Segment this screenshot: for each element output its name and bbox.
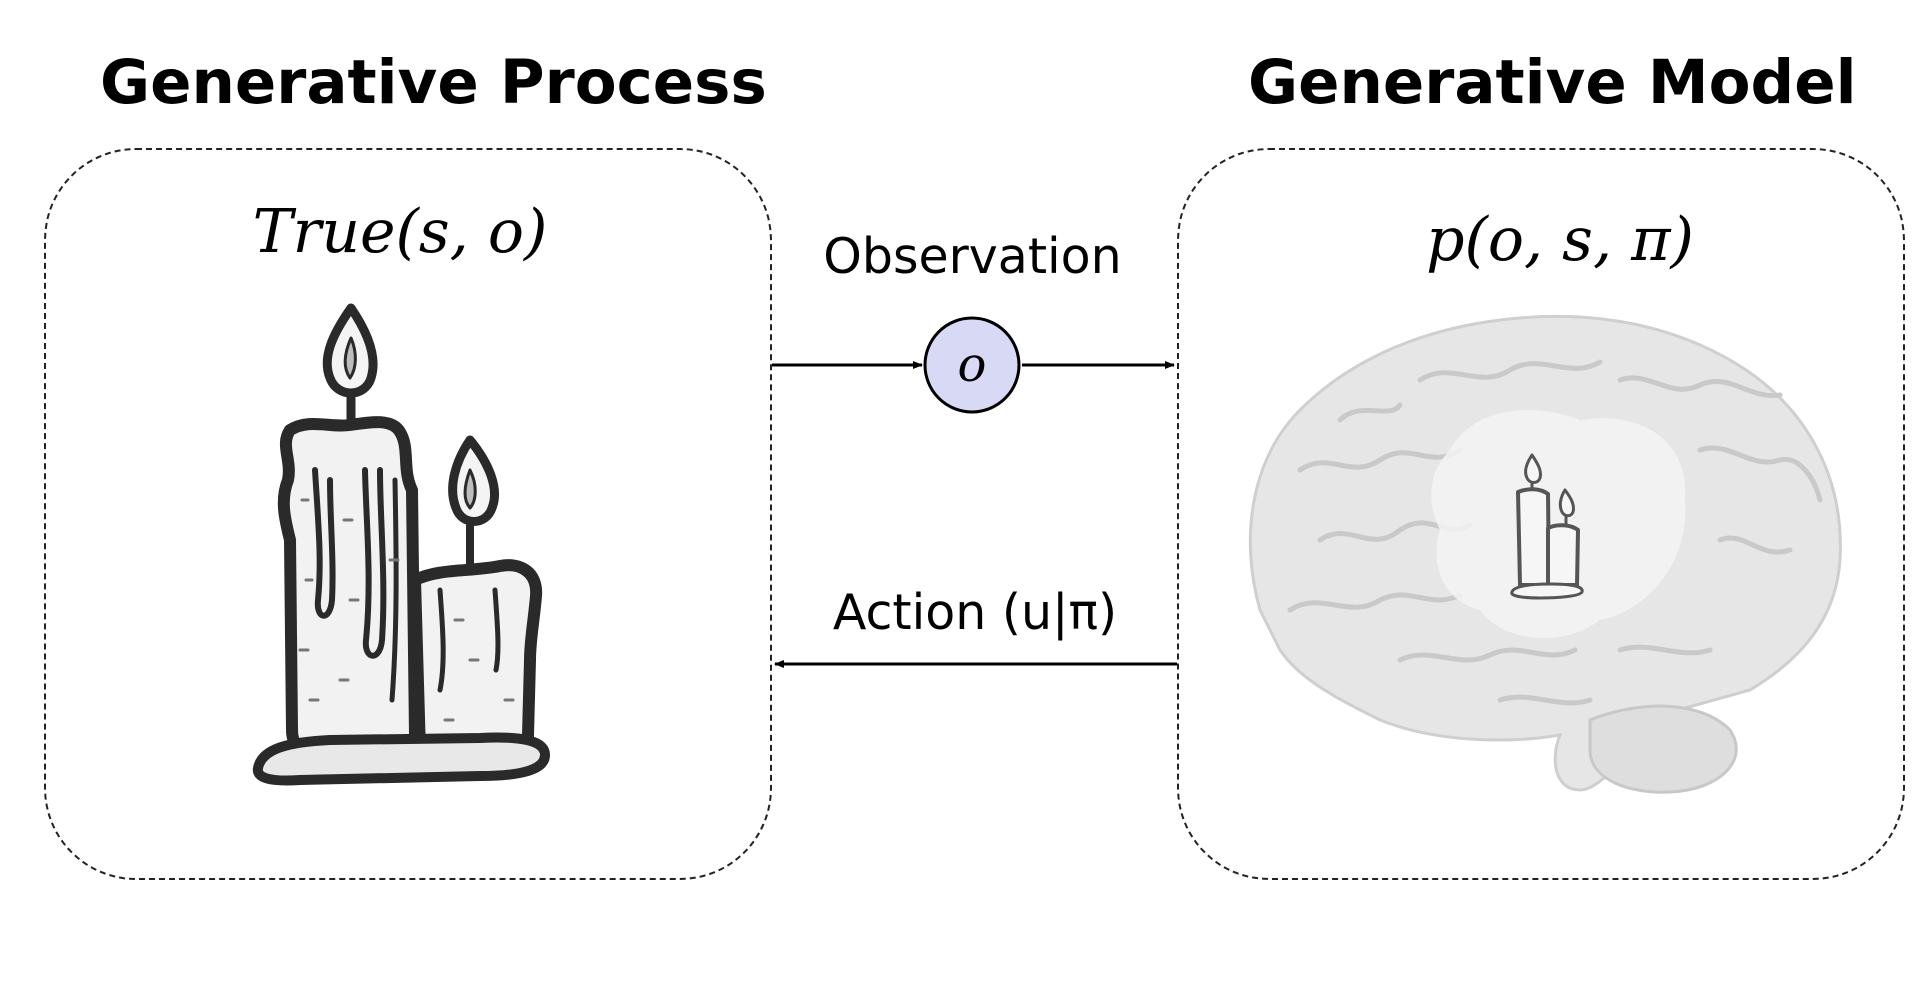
observation-node (923, 316, 1021, 414)
observation-label: Observation (823, 228, 1122, 285)
inner-candles-icon (1510, 453, 1584, 600)
generative-process-box (44, 148, 772, 880)
action-label: Action (u|π) (832, 584, 1118, 641)
generative-process-title: Generative Process (100, 47, 767, 118)
observation-node-label: o (958, 337, 987, 393)
model-formula: p(o, s, π) (1426, 205, 1694, 275)
generative-model-title: Generative Model (1248, 47, 1857, 118)
generative-model-box (1177, 148, 1905, 880)
process-formula: True(s, o) (252, 197, 548, 267)
